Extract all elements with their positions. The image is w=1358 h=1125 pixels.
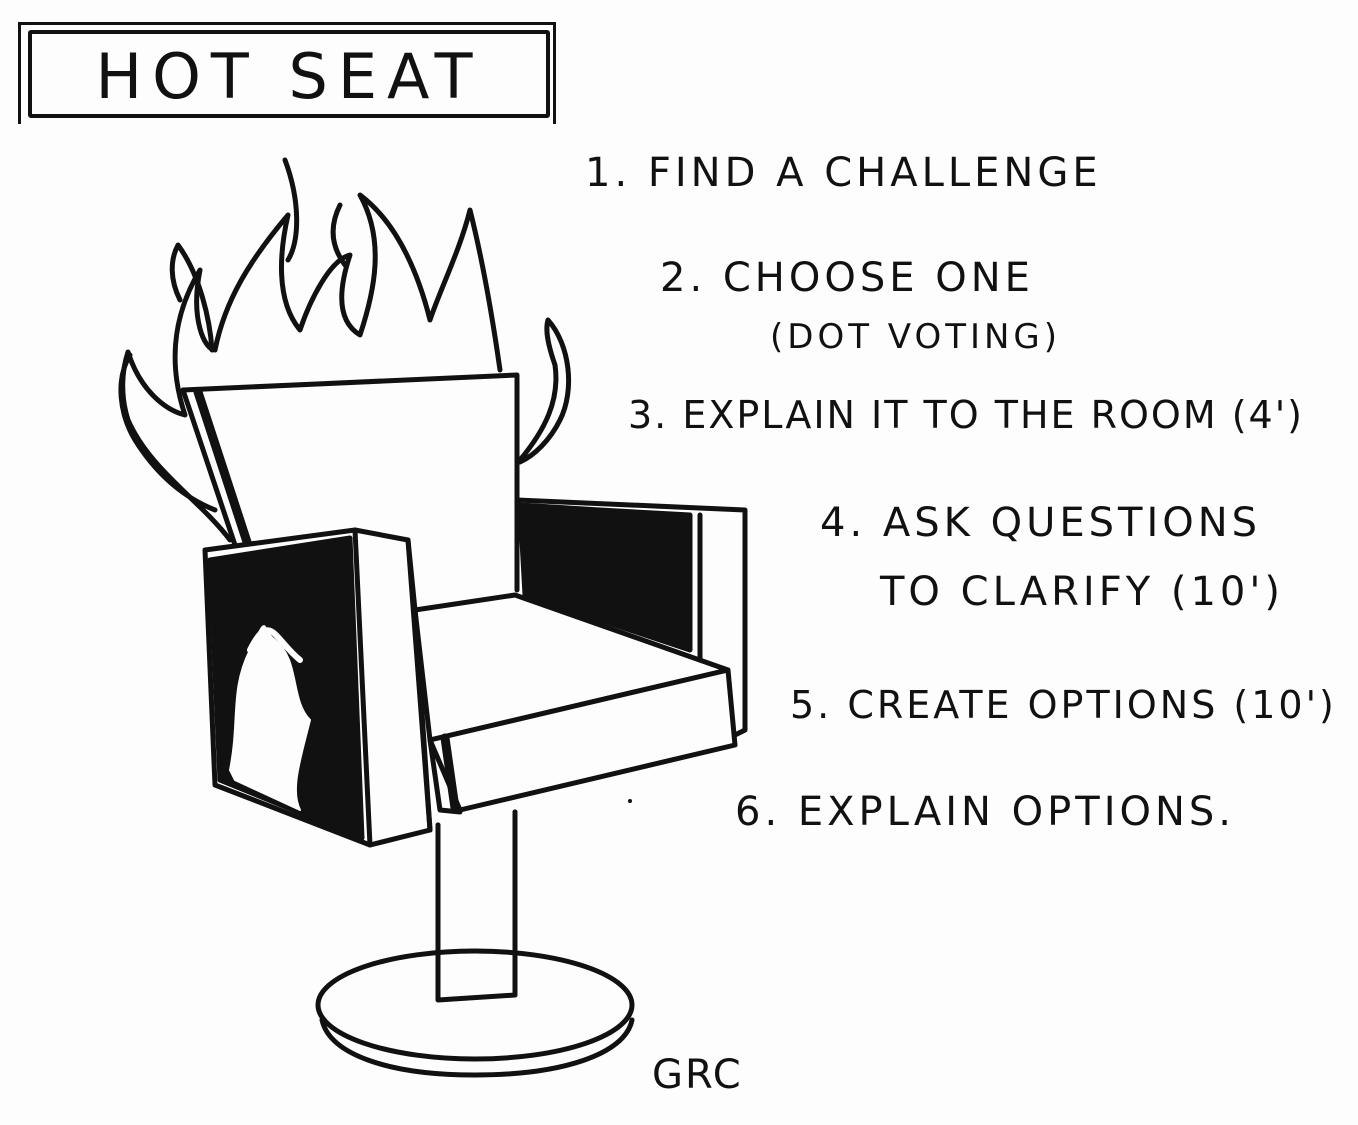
page-title: HOT SEAT	[95, 40, 483, 113]
title-banner: HOT SEAT	[18, 22, 556, 124]
step-6: 6. EXPLAIN OPTIONS.	[735, 789, 1236, 835]
seat	[412, 592, 738, 815]
chair-back	[180, 372, 520, 548]
right-armrest	[514, 497, 748, 738]
step-4: 4. ASK QUESTIONS	[820, 500, 1262, 546]
left-armrest	[202, 527, 433, 848]
step-3: 3. EXPLAIN IT TO THE ROOM (4')	[628, 393, 1304, 437]
chair-base	[315, 809, 635, 1078]
ink-dot	[628, 799, 632, 803]
artist-signature: GRC	[652, 1052, 743, 1098]
step-2: 2. CHOOSE ONE	[660, 255, 1034, 301]
step-5: 5. CREATE OPTIONS (10')	[790, 683, 1337, 727]
flames	[118, 157, 572, 543]
step-2-note: (DOT VOTING)	[770, 317, 1062, 357]
step-4-line-2: TO CLARIFY (10')	[880, 569, 1284, 615]
step-1: 1. FIND A CHALLENGE	[585, 150, 1102, 196]
